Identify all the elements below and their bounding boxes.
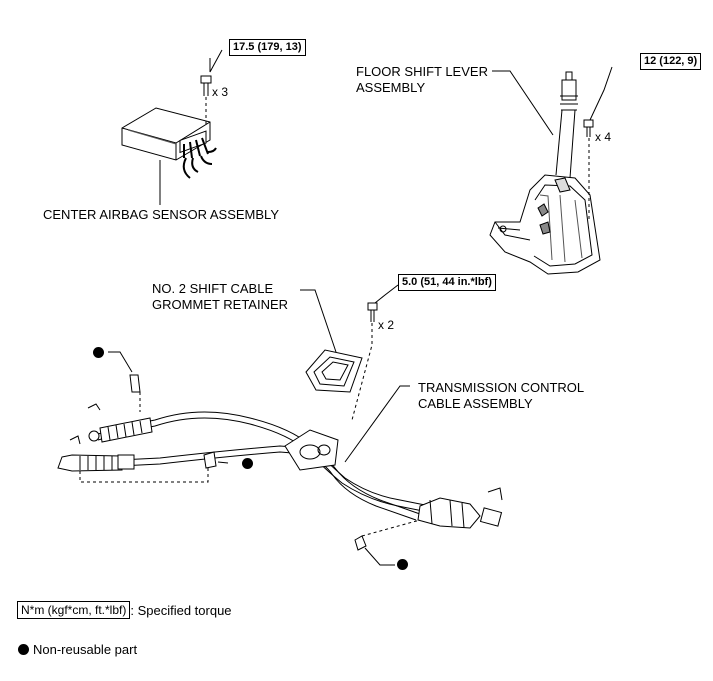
legend-torque: N*m (kgf*cm, ft.*lbf) : Specified torque <box>17 601 232 619</box>
torque-spec-airbag: 17.5 (179, 13) <box>229 39 306 56</box>
airbag-bolt <box>200 49 223 125</box>
center-airbag-sensor-drawing <box>121 107 217 179</box>
label-transmission-cable: TRANSMISSION CONTROL CABLE ASSEMBLY <box>418 380 585 411</box>
legend-nonreusable-text: Non-reusable part <box>33 642 138 657</box>
label-floor-shift-lever: FLOOR SHIFT LEVER ASSEMBLY <box>356 64 488 95</box>
non-reusable-marker <box>93 347 104 358</box>
quantity-lever-bolts: x 4 <box>595 130 612 144</box>
quantity-grommet-bolts: x 2 <box>378 318 395 332</box>
non-reusable-marker <box>242 458 253 469</box>
legend-torque-box: N*m (kgf*cm, ft.*lbf) <box>17 601 131 619</box>
non-reusable-marker <box>397 559 408 570</box>
legend-nonreusable: Non-reusable part <box>18 642 137 657</box>
legend-torque-text: : Specified torque <box>130 602 232 618</box>
label-grommet-retainer: NO. 2 SHIFT CABLE GROMMET RETAINER <box>152 281 289 312</box>
torque-spec-lever: 12 (122, 9) <box>640 53 702 70</box>
torque-spec-grommet: 5.0 (51, 44 in.*lbf) <box>398 274 496 291</box>
transmission-cable-drawing <box>57 374 503 551</box>
lever-bolt <box>583 66 613 220</box>
floor-shift-lever-drawing <box>489 71 601 275</box>
legend-dot <box>18 644 29 655</box>
quantity-airbag-bolts: x 3 <box>212 85 229 99</box>
label-center-airbag-sensor: CENTER AIRBAG SENSOR ASSEMBLY <box>43 207 279 222</box>
grommet-retainer-drawing <box>305 349 363 393</box>
grommet-bolt <box>351 284 399 421</box>
